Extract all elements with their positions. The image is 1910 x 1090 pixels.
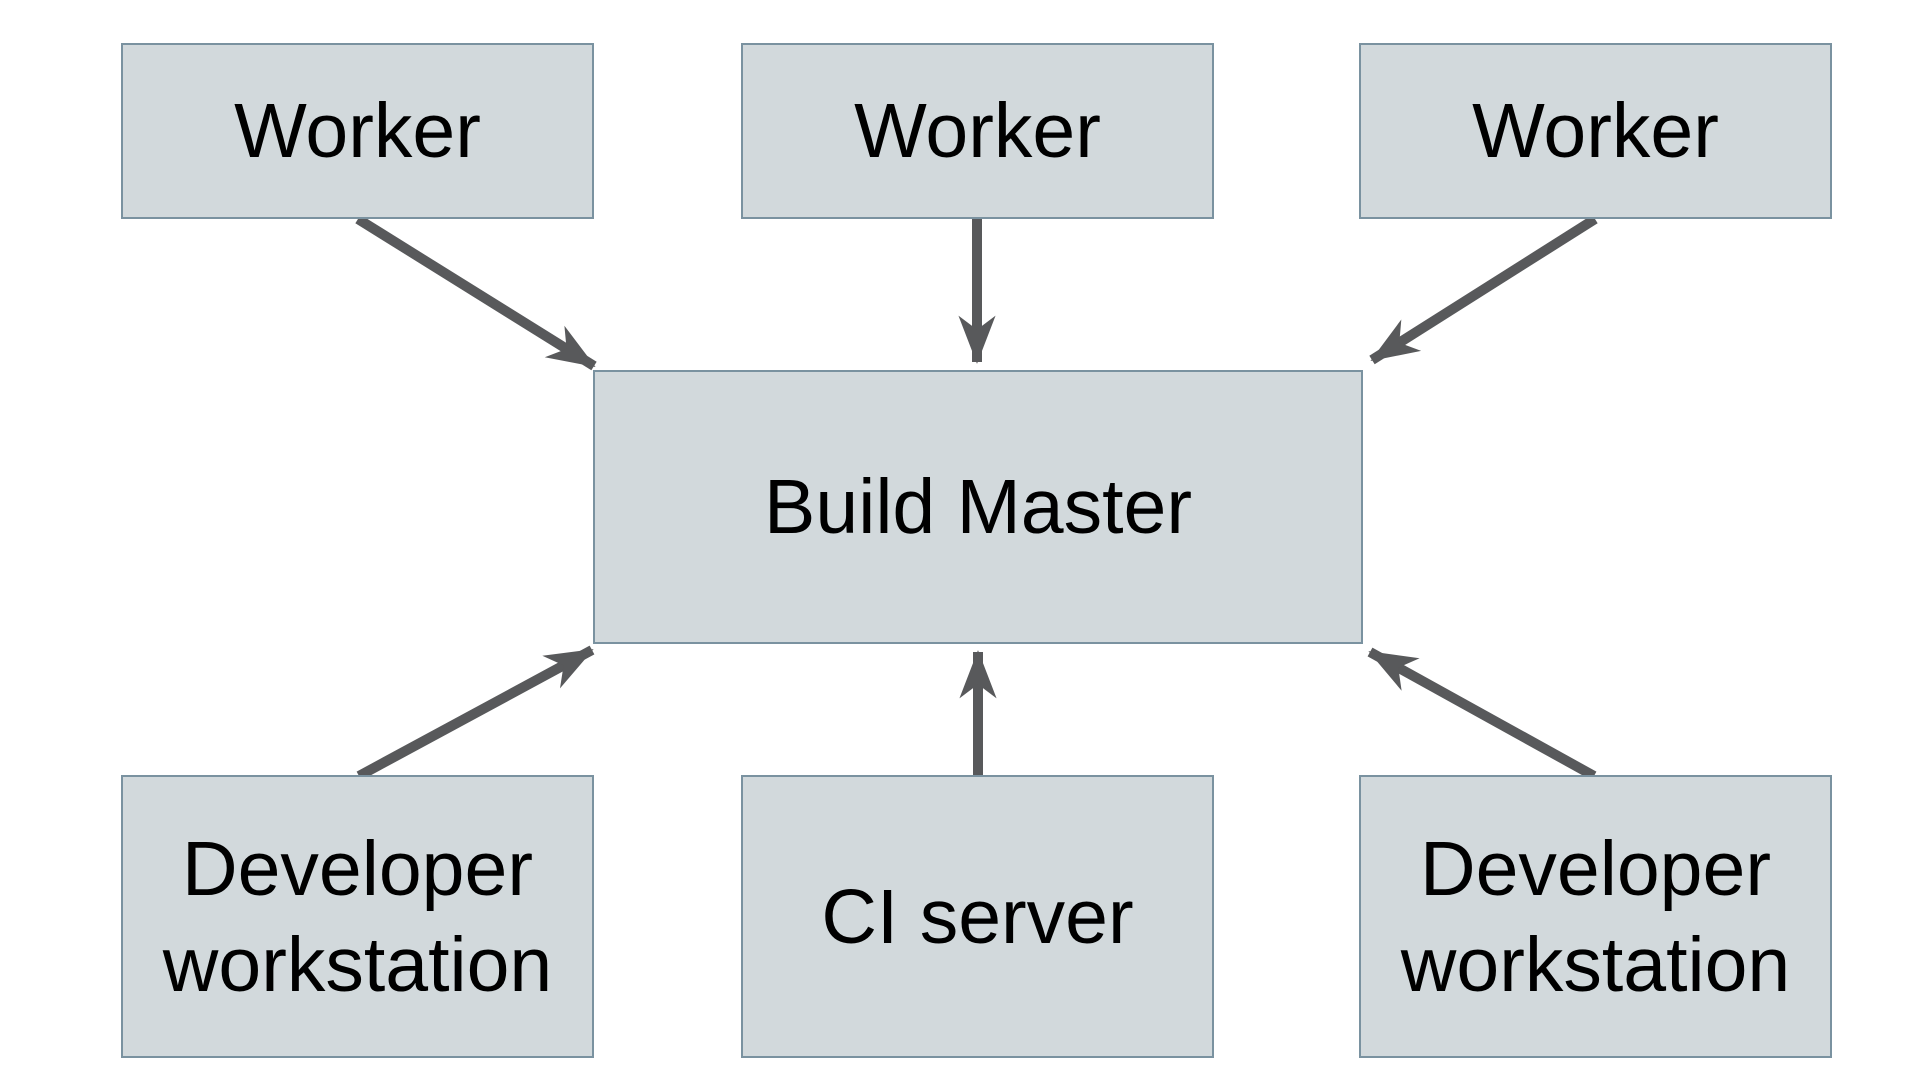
node-worker-3: Worker [1359,43,1832,219]
arrow-worker-3-to-build-master [1369,214,1598,365]
arrow-worker-1-to-build-master [355,214,597,371]
node-dev-workstation-2-label: Developer workstation [1400,825,1791,1008]
node-dev-workstation-2: Developer workstation [1359,775,1832,1058]
arrow-dev-workstation-1-to-build-master [356,645,595,781]
node-ci-server: CI server [741,775,1214,1058]
node-ci-server-label: CI server [821,873,1134,960]
node-worker-2: Worker [741,43,1214,219]
node-dev-workstation-1-label: Developer workstation [162,825,553,1008]
node-build-master: Build Master [593,370,1363,644]
node-worker-1-label: Worker [234,88,481,174]
node-worker-3-label: Worker [1472,88,1719,174]
node-dev-workstation-1: Developer workstation [121,775,594,1058]
node-build-master-label: Build Master [764,464,1192,550]
node-worker-1: Worker [121,43,594,219]
arrow-dev-workstation-2-to-build-master [1367,647,1597,781]
node-worker-2-label: Worker [854,88,1101,174]
